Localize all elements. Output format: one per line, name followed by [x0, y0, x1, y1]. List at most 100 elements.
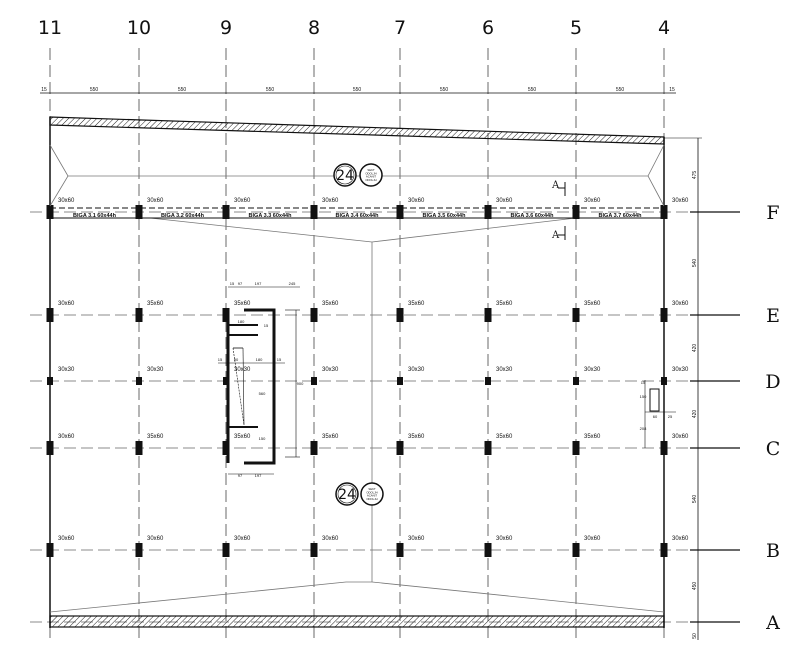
- column-size-label: 30x60: [322, 198, 339, 204]
- structural-column: [135, 543, 143, 557]
- dimension-label: 15: [41, 87, 47, 93]
- structural-column: [136, 377, 142, 385]
- structural-column: [310, 308, 318, 322]
- column-size-label: 35x60: [496, 301, 513, 307]
- row-axis-label: D: [765, 371, 780, 393]
- column-size-label: 30x30: [496, 367, 513, 373]
- column-size-label: 30x60: [672, 536, 689, 542]
- core-dimension-label: 15: [277, 357, 282, 362]
- column-size-label: 30x60: [584, 536, 601, 542]
- structural-column: [396, 543, 404, 557]
- beam-label: BIGA 3.1 60x44h: [73, 213, 117, 219]
- column-axis-label: 4: [658, 17, 670, 39]
- structural-column: [222, 543, 230, 557]
- structural-column: [484, 308, 492, 322]
- column-size-label: 30x60: [147, 536, 164, 542]
- dimension-label: 550: [266, 87, 275, 93]
- row-axis-label: A: [765, 612, 780, 634]
- core-dimension-label: 180: [256, 357, 263, 362]
- structural-column: [484, 441, 492, 455]
- column-size-label: 30x60: [672, 301, 689, 307]
- column-size-label: 30x30: [672, 367, 689, 373]
- column-size-label: 30x60: [408, 536, 425, 542]
- column-size-label: 35x60: [322, 301, 339, 307]
- beam-label: BIGA 3.3 60x44h: [249, 213, 293, 219]
- column-size-label: 30x30: [147, 367, 164, 373]
- detail-dimension-label: 60: [653, 414, 658, 419]
- section-marker-top: [558, 182, 566, 196]
- core-dimension-label: 197: [255, 473, 262, 478]
- column-size-label: 30x60: [58, 198, 75, 204]
- section-mark-label: A: [551, 180, 560, 191]
- column-axis-label: 11: [38, 17, 62, 39]
- structural-column: [135, 308, 143, 322]
- column-size-label: 30x30: [322, 367, 339, 373]
- dimension-label: 450: [692, 582, 698, 591]
- beam-label: BIGA 3.2 60x44h: [161, 213, 205, 219]
- section-mark-label: A: [551, 230, 560, 241]
- column-size-label: 30x30: [408, 367, 425, 373]
- dimension-label: 550: [90, 87, 99, 93]
- column-size-label: 30x60: [234, 536, 251, 542]
- column-size-label: 30x60: [408, 198, 425, 204]
- structural-column: [223, 377, 229, 385]
- column-size-label: 35x60: [584, 301, 601, 307]
- level-tag-number: 24: [336, 168, 354, 184]
- dimension-label: 550: [178, 87, 187, 93]
- dimension-label: 540: [692, 495, 698, 504]
- core-dimension-label: 150: [259, 436, 266, 441]
- dimension-label: 50: [692, 633, 698, 639]
- slab-outline: [40, 92, 702, 640]
- column-size-label: 30x60: [58, 536, 75, 542]
- row-axis-label: C: [766, 438, 781, 460]
- column-axis-label: 6: [482, 17, 494, 39]
- structural-column: [572, 308, 580, 322]
- column-size-label: 30x30: [584, 367, 601, 373]
- column-size-label: 30x60: [58, 301, 75, 307]
- structural-column: [485, 377, 491, 385]
- beam-label: BIGA 3.5 60x44h: [423, 213, 467, 219]
- column-size-label: 30x60: [234, 198, 251, 204]
- level-tag-note: ODOLJH: [365, 171, 376, 175]
- column-size-label: 30x30: [58, 367, 75, 373]
- column-size-label: 35x60: [408, 434, 425, 440]
- level-tag-note: ACANIT: [366, 175, 377, 179]
- column-size-label: 35x60: [496, 434, 513, 440]
- column-size-label: 30x60: [58, 434, 75, 440]
- structural-column: [222, 205, 230, 219]
- core-dimension-label: 900: [297, 381, 304, 386]
- structural-column: [222, 441, 230, 455]
- structural-column: [484, 543, 492, 557]
- structural-column: [222, 308, 230, 322]
- column-size-label: 35x60: [234, 434, 251, 440]
- column-size-label: 35x60: [408, 301, 425, 307]
- level-tag-top: [333, 163, 383, 187]
- row-axis-label: F: [766, 202, 779, 224]
- dimension-label: 420: [692, 410, 698, 419]
- column-size-label: 30x60: [672, 434, 689, 440]
- column-axis-label: 9: [220, 17, 232, 39]
- column-size-label: 30x60: [322, 536, 339, 542]
- wall-detail: [644, 380, 676, 448]
- level-tag-note: ODOLJH: [366, 490, 377, 494]
- dimension-label: 475: [692, 171, 698, 180]
- structural-column: [396, 308, 404, 322]
- dimension-label: 420: [692, 344, 698, 353]
- stair-core: [218, 286, 300, 475]
- column-size-label: 30x60: [496, 198, 513, 204]
- core-dimension-label: 97: [238, 473, 243, 478]
- column-axis-label: 7: [394, 17, 406, 39]
- core-dimension-label: 15: [264, 323, 269, 328]
- level-tag-note: ODOLJH: [365, 178, 376, 182]
- core-dimension-label: 90: [234, 357, 239, 362]
- dimension-label: 15: [669, 87, 675, 93]
- column-axis-label: 10: [127, 17, 151, 39]
- dimension-label: 550: [616, 87, 625, 93]
- row-axis-label: E: [766, 305, 780, 327]
- structural-column: [572, 441, 580, 455]
- structural-column: [572, 543, 580, 557]
- core-dimension-label: 97: [238, 281, 243, 286]
- structural-column: [310, 205, 318, 219]
